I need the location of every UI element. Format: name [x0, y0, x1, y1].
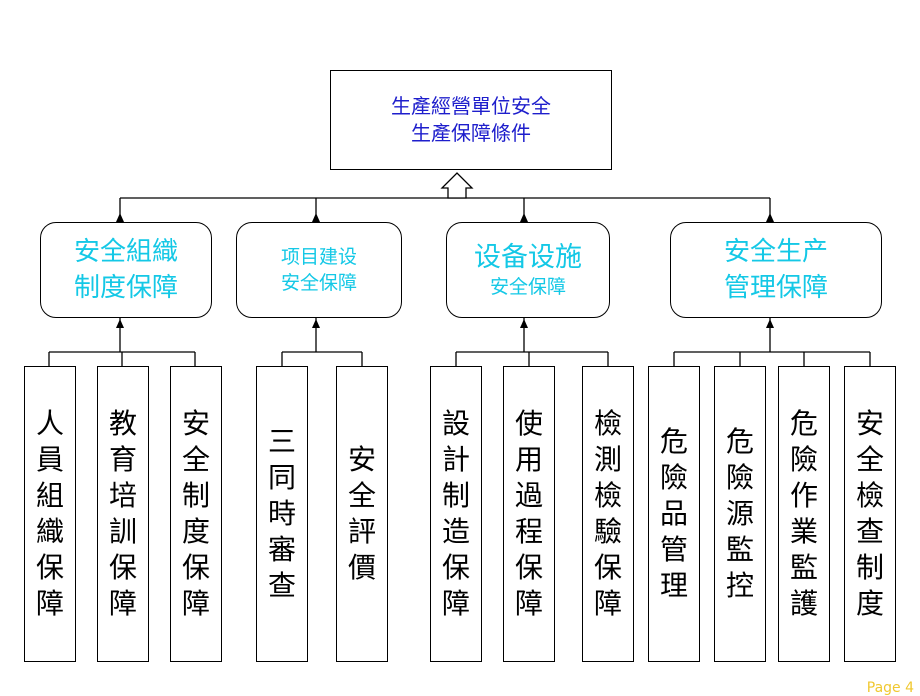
- leaf-label: 檢 測 檢 驗 保 障: [593, 407, 622, 620]
- leaf-box: 人 員 組 織 保 障: [24, 366, 76, 662]
- top-box-line2: 生產保障條件: [411, 121, 531, 145]
- up-arrow-icon: [440, 172, 474, 199]
- category-project-line2: 安全保障: [280, 272, 357, 294]
- category-management-line2: 管理保障: [723, 273, 828, 303]
- leaf-label: 安 全 檢 查 制 度: [855, 407, 884, 620]
- page-number: Page 4: [866, 680, 914, 696]
- leaf-box: 安 全 檢 查 制 度: [844, 366, 896, 662]
- leaf-box: 危 險 作 業 監 護: [778, 366, 830, 662]
- category-project-line1: 项目建设: [280, 246, 357, 268]
- leaf-label: 使 用 過 程 保 障: [514, 407, 543, 620]
- category-org-line2: 制度保障: [73, 273, 178, 303]
- leaf-box: 設 計 制 造 保 障: [430, 366, 482, 662]
- leaf-label: 人 員 組 織 保 障: [35, 407, 64, 620]
- category-equipment-line2: 安全保障: [489, 276, 566, 298]
- leaf-box: 使 用 過 程 保 障: [503, 366, 555, 662]
- leaf-label: 三 同 時 審 查: [267, 425, 296, 602]
- leaf-label: 危 險 作 業 監 護: [789, 407, 818, 620]
- leaf-box: 教 育 培 訓 保 障: [97, 366, 149, 662]
- leaf-box: 安 全 制 度 保 障: [170, 366, 222, 662]
- category-box-management: 安全生产 管理保障: [670, 222, 882, 318]
- leaf-box: 檢 測 檢 驗 保 障: [582, 366, 634, 662]
- leaf-box: 安 全 評 價: [336, 366, 388, 662]
- leaf-label: 安 全 評 價: [347, 443, 376, 584]
- category-org-line1: 安全組織: [73, 237, 178, 267]
- leaf-label: 教 育 培 訓 保 障: [108, 407, 137, 620]
- top-box-line1: 生產經營單位安全: [391, 94, 551, 118]
- leaf-label: 危 險 源 監 控: [725, 425, 754, 602]
- top-box: 生產經營單位安全 生產保障條件: [330, 70, 612, 170]
- category-management-line1: 安全生产: [723, 237, 828, 267]
- leaf-box: 危 險 品 管 理: [648, 366, 700, 662]
- leaf-box: 三 同 時 審 查: [256, 366, 308, 662]
- leaf-box: 危 險 源 監 控: [714, 366, 766, 662]
- category-box-project: 项目建设 安全保障: [236, 222, 402, 318]
- leaf-label: 危 險 品 管 理: [659, 425, 688, 602]
- category-box-equipment: 设备设施 安全保障: [446, 222, 610, 318]
- leaf-label: 設 計 制 造 保 障: [441, 407, 470, 620]
- category-equipment-line1: 设备设施: [474, 242, 582, 273]
- leaf-label: 安 全 制 度 保 障: [181, 407, 210, 620]
- category-box-org: 安全組織 制度保障: [40, 222, 212, 318]
